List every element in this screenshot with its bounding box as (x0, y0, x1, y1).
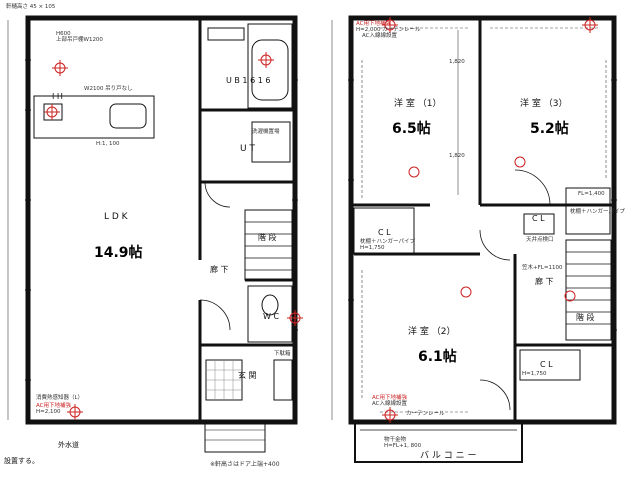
floor2-room2-label: 洋 室 （2） (408, 327, 456, 337)
floor2-curtain-rail-top: カーテンレール (382, 27, 421, 33)
floor2-mat-note: 天井点検口 (526, 237, 554, 243)
floor1-h600: H600 (56, 31, 71, 37)
floor2-stairs-label: 階 段 (576, 313, 595, 322)
floor2-pipe-note2: 枕棚＋ハンガーパイプ (360, 239, 415, 245)
floor2-outer-wall (348, 15, 617, 425)
floor1-left-note: 設置する。 (4, 457, 39, 465)
floor1-red-markers (44, 52, 303, 420)
floor2-dim-1820b: 1,820 (449, 153, 465, 159)
floor2-curtain-rail-bottom: カーテンレール (406, 411, 445, 417)
floor2-pipe-note3: H=1,750 (522, 371, 547, 377)
floor2-cl-label-1: C L (378, 228, 391, 237)
floor2-room2-size: 6.1帖 (418, 349, 457, 365)
floor1-ub-label: U B 1 6 1 6 (226, 76, 271, 85)
floor1-ut-label: U T (240, 144, 255, 154)
floor1-stairs-label: 階 段 (258, 233, 277, 242)
floor1-sensor-note: AC用下地補強 (36, 403, 72, 409)
floor1-bottom-note: ※軒高さはドア上端+400 (210, 461, 280, 468)
floor2-ac-inlet-bottom: AC入線線設置 (372, 401, 408, 407)
floor1-ldk-size: 14.9帖 (94, 245, 143, 261)
floor2-balcony-note: 物干金物 (384, 437, 407, 443)
floor2-hall-label: 廊 下 (535, 277, 554, 286)
floor1-entrance-box: 下駄箱 (274, 351, 291, 357)
floor2-ac-note-bottom: AC用下地補強 (372, 395, 408, 401)
floor1-sensor-note2: H=2,100 (36, 409, 61, 415)
floor2-dim-1820: 1,820 (449, 59, 465, 65)
floor2-ac-inlet: AC入線線設置 (362, 33, 398, 39)
floor1-h100: H:1, 100 (96, 141, 120, 147)
floor2-pipe-h: H=1,750 (360, 245, 385, 251)
floor1-range-note: 上部吊戸棚W1200 (56, 37, 103, 43)
floor2-room3-label: 洋 室 （3） (520, 99, 568, 109)
floor2-pipe-note: 枕棚＋ハンガーパイプ (570, 209, 625, 215)
floor1-entrance-label: 玄 関 (238, 371, 257, 380)
floor2-room3-size: 5.2帖 (530, 121, 569, 137)
floor2-fl: FL=1,400 (578, 191, 605, 197)
floor2-ac-note: AC用下地補強 (356, 21, 392, 27)
floor2-ac-note2: H=2,000 (356, 27, 381, 33)
floor1-fire-note: 消費熱感知器（L） (36, 395, 84, 401)
floor2-hall-note: 笠木+FL=1100 (522, 265, 563, 271)
floor1-hall-label: 廊 下 (210, 265, 229, 274)
floor1-cupboard-note: W2100 吊り戸なし (84, 86, 133, 92)
floor1-top-note: 軒樋高さ 45 × 105 (6, 4, 56, 10)
floor2-balcony-note2: H=FL+1, 800 (384, 443, 422, 449)
floor1-outer-wall (25, 15, 298, 425)
floor2-cl-label-3: C L (532, 214, 545, 223)
floor2-balcony-label: バ ル コ ニ ー (420, 451, 477, 461)
floor2-room1-size: 6.5帖 (392, 121, 431, 137)
floor2-cl-label-2: C L (540, 360, 553, 369)
floor1-ih-label: I H (52, 92, 63, 101)
floor1-outside-label: 外水道 (58, 441, 79, 449)
floor1-washer-note: 洗濯機置場 (252, 129, 280, 135)
floor1-ldk-label: L D K (104, 212, 128, 222)
floor1-wall-ticks (25, 59, 298, 381)
floor1-wc-label: W C (263, 312, 280, 321)
floor2-room1-label: 洋 室 （1） (394, 99, 442, 109)
floor2-red-markers (382, 17, 598, 423)
